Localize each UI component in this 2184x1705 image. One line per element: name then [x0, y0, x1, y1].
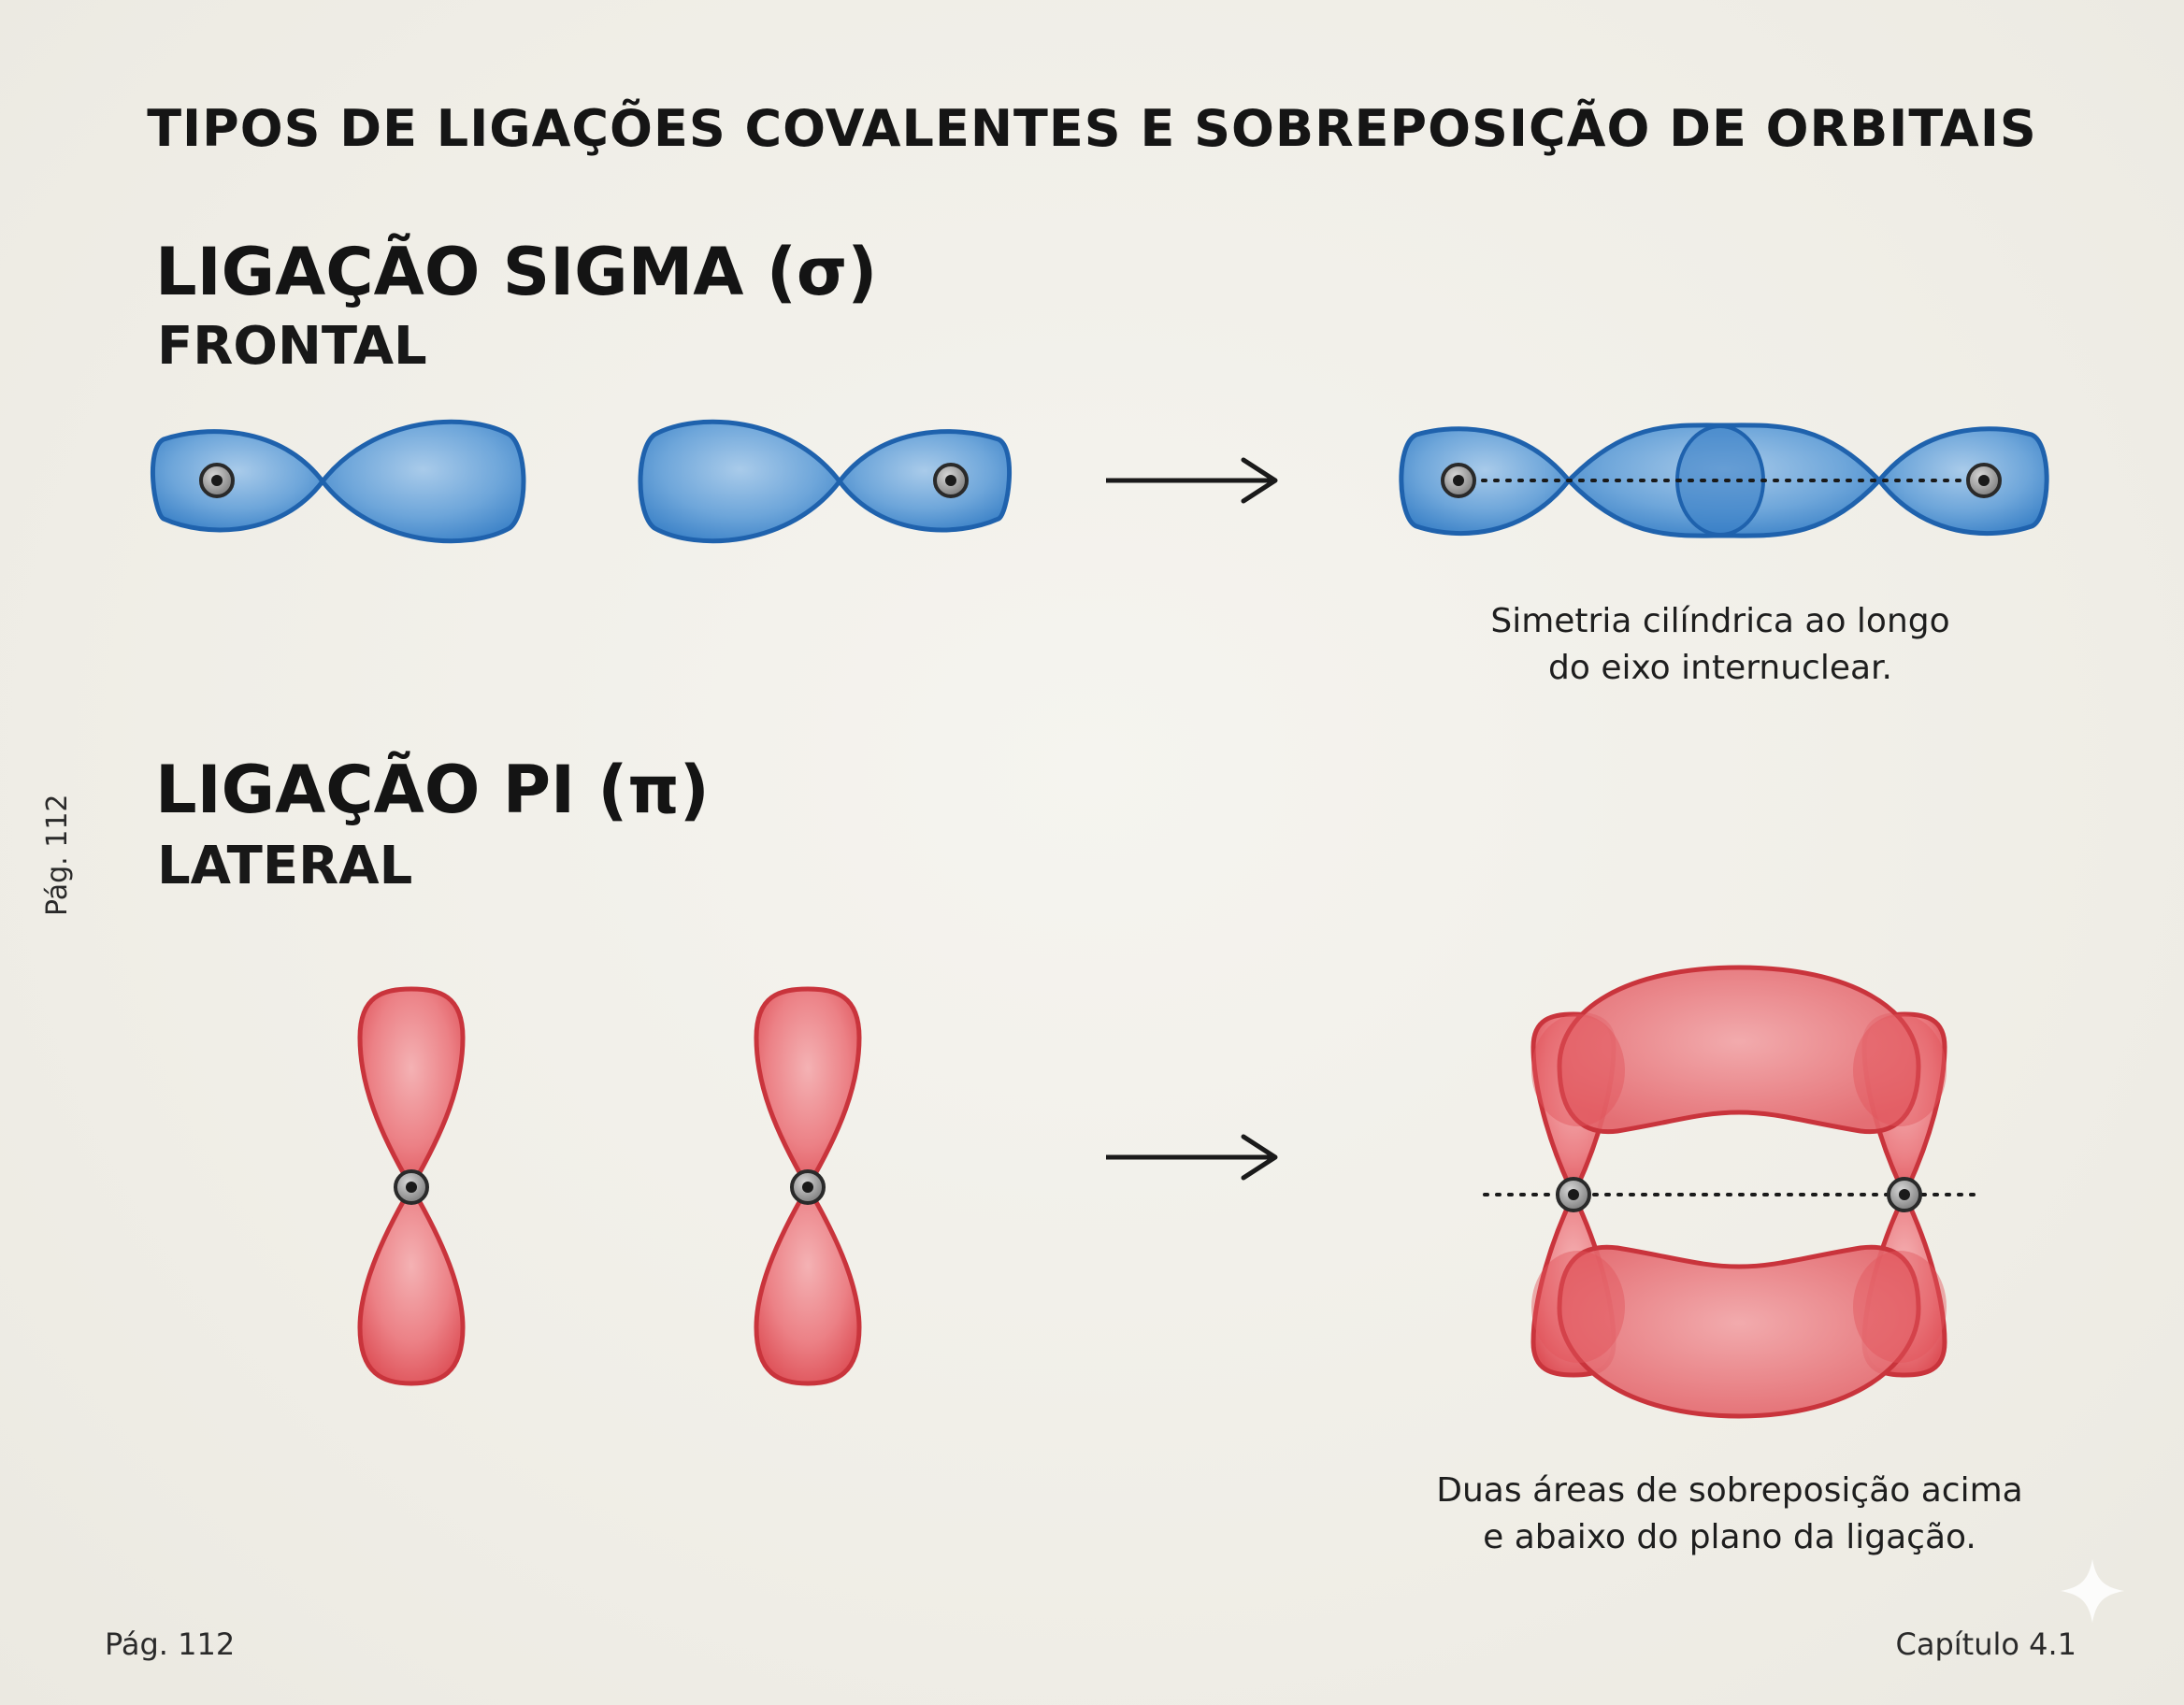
sigma-heading: LIGAÇÃO SIGMA (σ): [155, 234, 878, 310]
sigma-caption-line-1: Simetria cilíndrica ao longo: [1490, 602, 1950, 640]
footer-page-number: Pág. 112: [105, 1626, 236, 1662]
sigma-subheading: FRONTAL: [157, 316, 427, 377]
page-title: TIPOS DE LIGAÇÕES COVALENTES E SOBREPOSI…: [147, 99, 2037, 158]
sparkle-icon: [2061, 1559, 2124, 1623]
sigma-caption-line-2: do eixo internuclear.: [1548, 649, 1892, 687]
pi-caption-line-2: e abaixo do plano da ligação.: [1483, 1518, 1976, 1556]
sigma-caption: Simetria cilíndrica ao longo do eixo int…: [1346, 598, 2094, 692]
pi-bond-result: [1483, 965, 1984, 1419]
pi-heading: LIGAÇÃO PI (π): [155, 752, 710, 828]
sigma-arrow: [1106, 457, 1278, 504]
pi-result-nucleus-2: [1887, 1177, 1922, 1212]
sigma-orbital-left: [151, 419, 526, 544]
pi-arrow: [1106, 1134, 1278, 1181]
sigma-orbital-right: [638, 419, 1012, 544]
pi-orbital-left: [357, 986, 466, 1386]
sigma-result-nucleus-1: [1441, 463, 1476, 498]
pi-nucleus-1: [394, 1169, 429, 1205]
pi-orbital-right: [754, 986, 862, 1386]
sigma-nucleus-2: [933, 463, 969, 498]
pi-subheading: LATERAL: [157, 836, 413, 896]
sigma-nucleus-1: [199, 463, 235, 498]
sigma-bond-result: [1399, 423, 2049, 538]
pi-result-nucleus-1: [1556, 1177, 1591, 1212]
pi-nucleus-2: [790, 1169, 826, 1205]
footer-chapter: Capítulo 4.1: [1895, 1626, 2076, 1662]
pi-caption: Duas áreas de sobreposição acima e abaix…: [1356, 1468, 2104, 1561]
pi-caption-line-1: Duas áreas de sobreposição acima: [1436, 1471, 2023, 1510]
sigma-result-nucleus-2: [1966, 463, 2002, 498]
